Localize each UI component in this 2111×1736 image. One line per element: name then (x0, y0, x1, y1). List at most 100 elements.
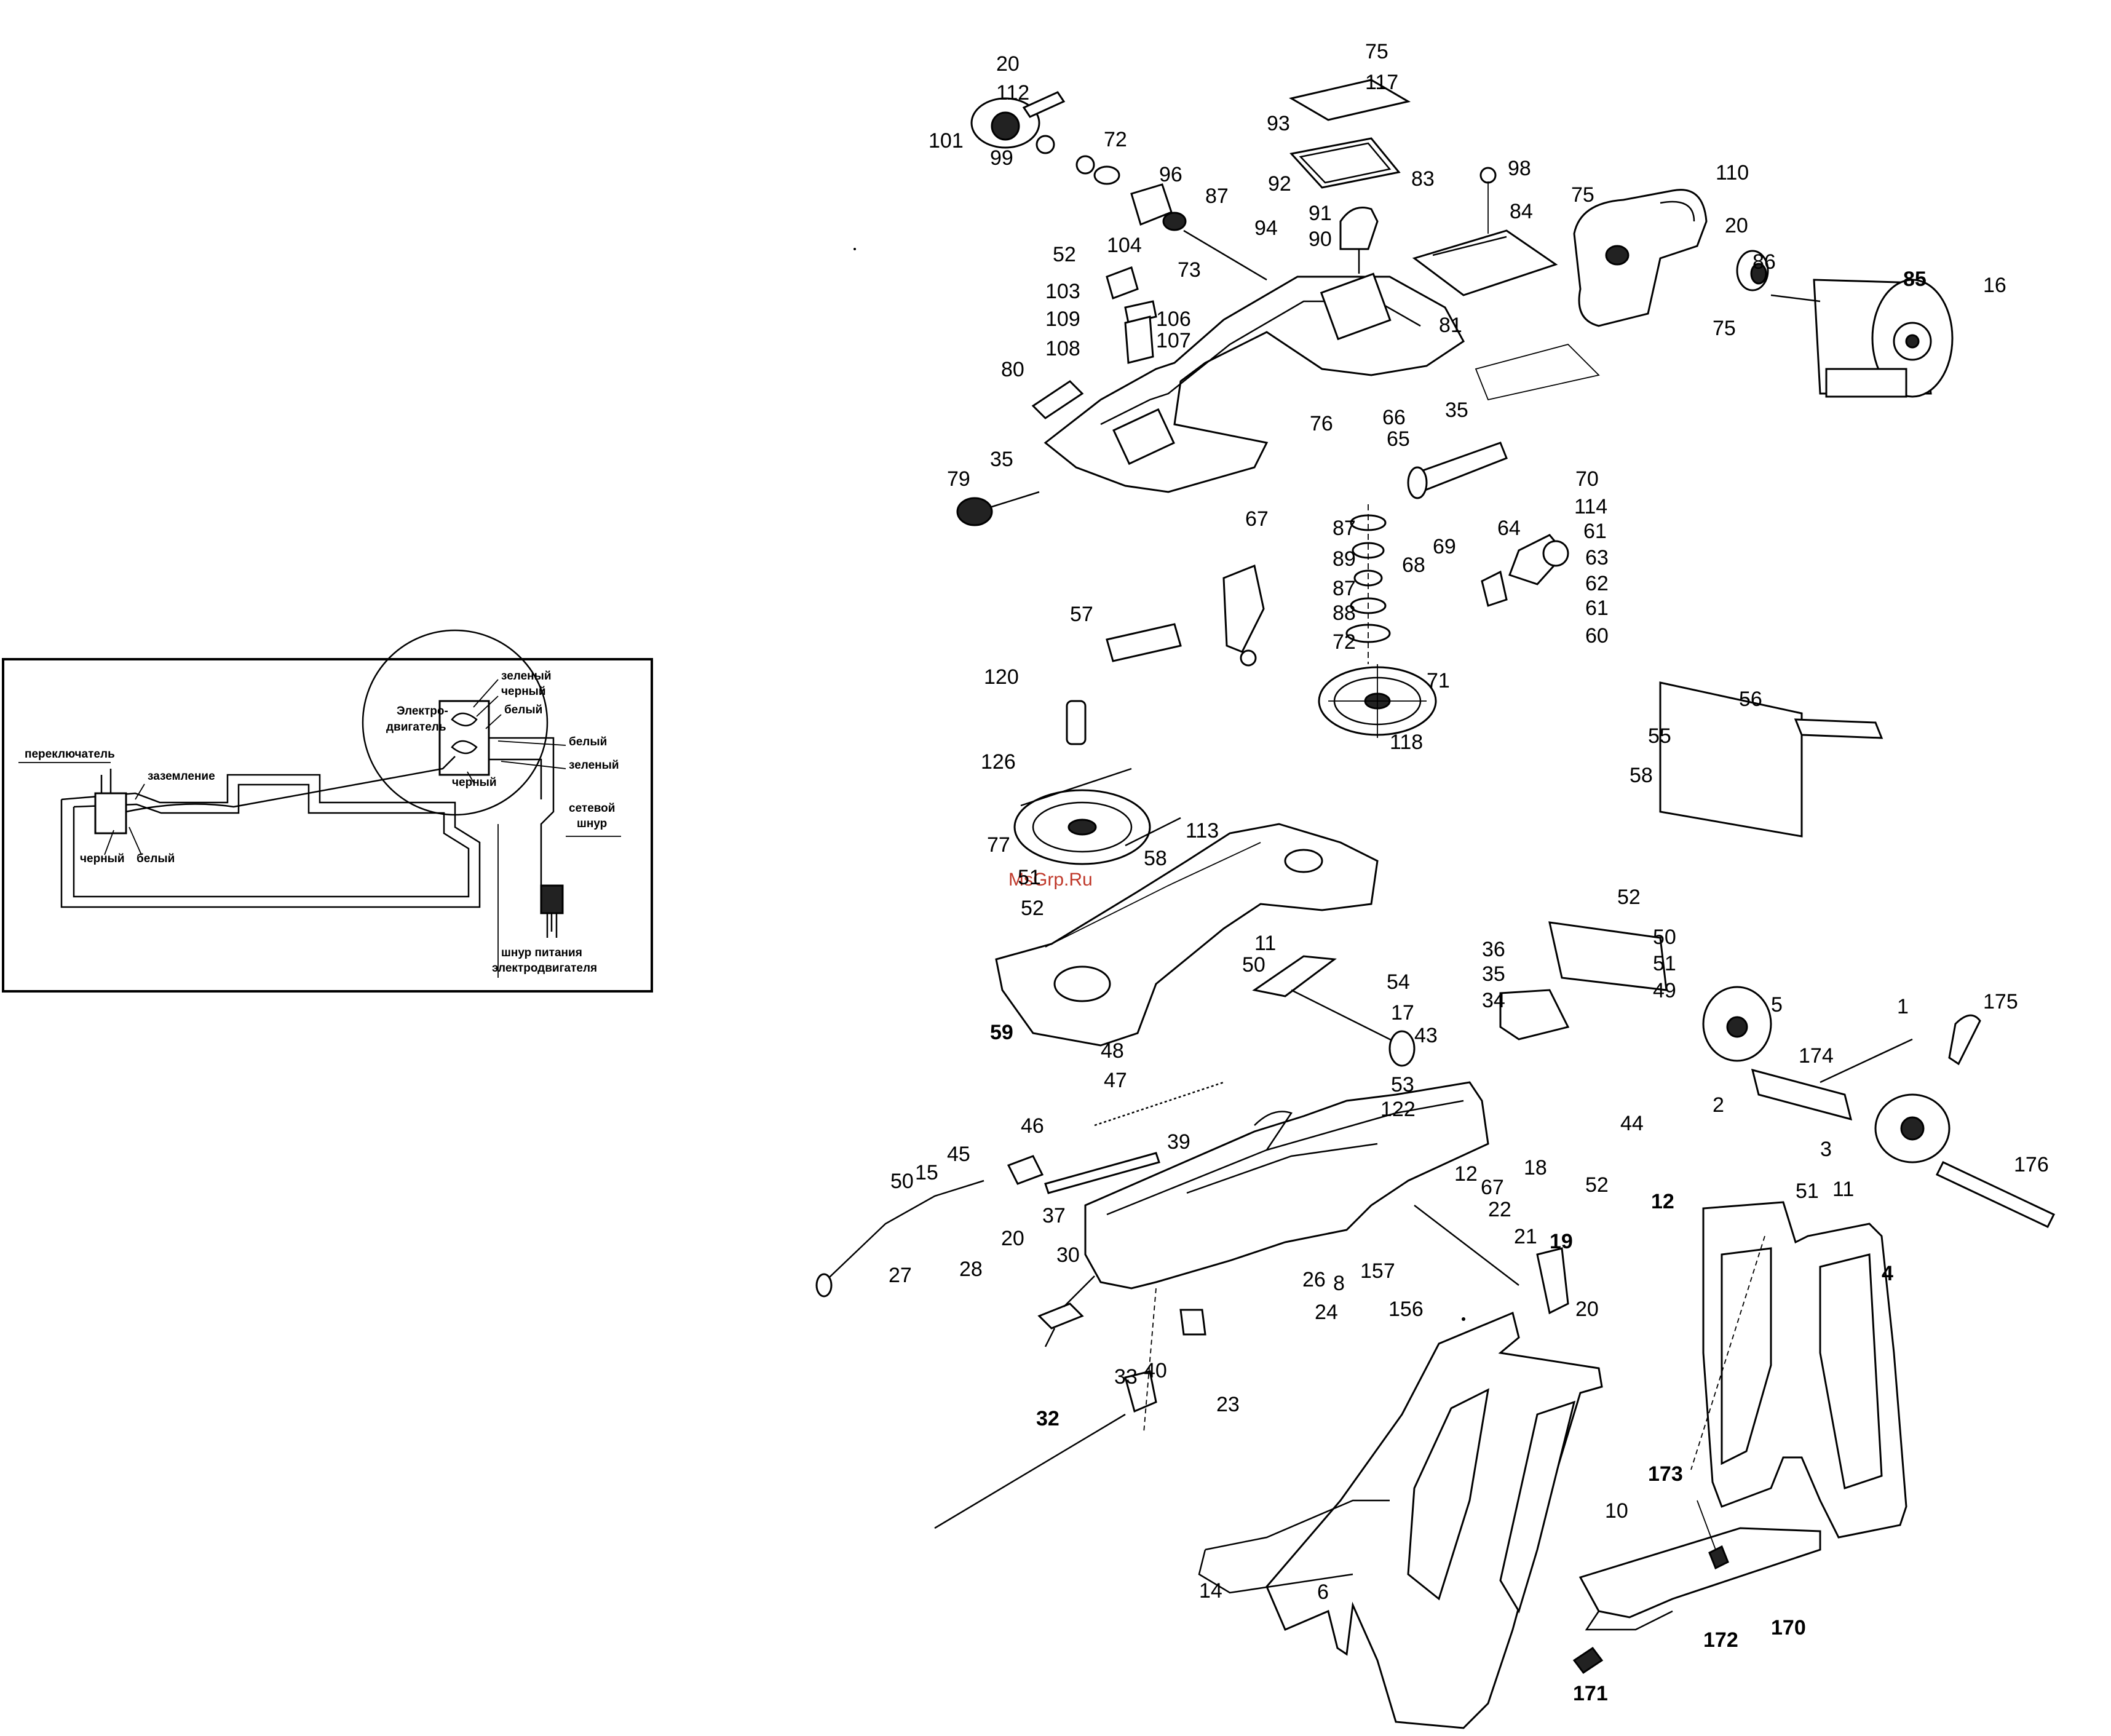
part-callout-156: 156 (1388, 1298, 1424, 1321)
part-callout-109: 109 (1045, 307, 1080, 331)
part-callout-50: 50 (1242, 953, 1265, 977)
part-callout-19: 19 (1550, 1230, 1573, 1253)
part-callout-108: 108 (1045, 337, 1080, 360)
part-callout-35: 35 (1445, 398, 1468, 422)
part-callout-18: 18 (1524, 1156, 1547, 1179)
part-callout-67: 67 (1245, 507, 1269, 531)
part-callout-86: 86 (1753, 250, 1776, 274)
part-callout-28: 28 (959, 1258, 983, 1281)
wiring-label-green2: зеленый (569, 759, 619, 772)
part-callout-122: 122 (1380, 1098, 1416, 1121)
part-callout-26: 26 (1302, 1268, 1326, 1291)
part-callout-48: 48 (1101, 1039, 1124, 1063)
part-callout-35: 35 (1482, 962, 1505, 986)
part-callout-54: 54 (1387, 970, 1410, 994)
part-callout-171: 171 (1573, 1682, 1608, 1705)
part-callout-17: 17 (1391, 1001, 1414, 1025)
part-callout-96: 96 (1159, 163, 1182, 186)
part-callout-51: 51 (1796, 1179, 1819, 1203)
part-callout-120: 120 (984, 665, 1019, 689)
part-callout-58: 58 (1630, 764, 1653, 787)
part-callout-62: 62 (1585, 572, 1609, 595)
part-callout-11: 11 (1832, 1178, 1854, 1201)
part-callout-32: 32 (1036, 1407, 1059, 1430)
part-callout-118: 118 (1390, 731, 1423, 754)
part-callout-157: 157 (1360, 1259, 1395, 1283)
wiring-label-white1: белый (137, 852, 175, 865)
part-callout-92: 92 (1268, 172, 1291, 196)
part-callout-44: 44 (1620, 1112, 1644, 1135)
part-callout-36: 36 (1482, 938, 1505, 961)
part-callout-16: 16 (1983, 274, 2006, 297)
wiring-label-mcord1: шнур питания (501, 946, 582, 959)
part-callout-65: 65 (1387, 427, 1410, 451)
part-callout-12: 12 (1651, 1190, 1674, 1213)
part-callout-99: 99 (990, 146, 1013, 170)
wiring-label-motor2: двигатель (386, 721, 446, 734)
part-callout-4: 4 (1882, 1262, 1893, 1285)
wiring-label-ground: заземление (148, 770, 215, 783)
wiring-label-black3: черный (452, 776, 497, 789)
part-callout-14: 14 (1199, 1579, 1222, 1603)
wiring-label-cord2: шнур (577, 817, 607, 830)
part-callout-73: 73 (1178, 258, 1201, 282)
part-callout-173: 173 (1648, 1462, 1683, 1486)
part-callout-98: 98 (1508, 157, 1531, 180)
part-callout-34: 34 (1482, 989, 1505, 1012)
wiring-label-white2: белый (504, 704, 542, 716)
part-callout-112: 112 (996, 81, 1029, 105)
part-callout-91: 91 (1309, 202, 1332, 225)
part-callout-70: 70 (1575, 467, 1599, 491)
wiring-label-motor1: Электро- (397, 705, 448, 718)
part-callout-69: 69 (1433, 535, 1456, 558)
part-callout-87: 87 (1333, 517, 1356, 540)
part-callout-79: 79 (947, 467, 970, 491)
part-callout-63: 63 (1585, 546, 1609, 569)
part-callout-68: 68 (1402, 553, 1425, 577)
part-callout-52: 52 (1021, 897, 1044, 920)
wiring-label-black1: черный (80, 852, 125, 865)
part-callout-104: 104 (1107, 234, 1142, 257)
part-callout-20: 20 (1001, 1227, 1024, 1250)
part-callout-11: 11 (1254, 932, 1276, 955)
part-callout-75: 75 (1365, 40, 1388, 63)
part-callout-47: 47 (1104, 1069, 1127, 1092)
part-callout-39: 39 (1167, 1130, 1190, 1154)
part-callout-5: 5 (1771, 993, 1783, 1017)
part-callout-23: 23 (1216, 1393, 1240, 1416)
wiring-label-mcord2: электродвигателя (492, 962, 597, 975)
part-callout-88: 88 (1333, 601, 1356, 625)
part-callout-174: 174 (1799, 1044, 1834, 1068)
part-callout-1: 1 (1897, 995, 1909, 1018)
part-callout-114: 114 (1574, 495, 1607, 518)
part-callout-106: 106 (1156, 307, 1191, 331)
part-callout-22: 22 (1488, 1198, 1511, 1221)
part-callout-37: 37 (1042, 1204, 1066, 1227)
part-callout-94: 94 (1254, 216, 1278, 240)
part-callout-117: 117 (1365, 71, 1398, 94)
part-callout-52: 52 (1053, 243, 1076, 266)
part-callout-10: 10 (1605, 1499, 1628, 1523)
part-callout-21: 21 (1514, 1225, 1537, 1248)
part-callout-51: 51 (1018, 866, 1041, 889)
part-callout-93: 93 (1267, 112, 1290, 135)
part-callout-51: 51 (1653, 952, 1676, 975)
part-callout-72: 72 (1333, 630, 1356, 654)
part-callout-53: 53 (1391, 1073, 1414, 1096)
part-callout-75: 75 (1571, 183, 1594, 207)
part-callout-103: 103 (1045, 280, 1080, 303)
part-callout-71: 71 (1427, 669, 1450, 692)
part-callout-40: 40 (1144, 1359, 1167, 1382)
part-callout-52: 52 (1617, 886, 1641, 909)
part-callout-85: 85 (1903, 268, 1927, 291)
part-callout-81: 81 (1439, 314, 1462, 337)
part-callout-75: 75 (1713, 317, 1736, 340)
part-callout-12: 12 (1454, 1162, 1478, 1186)
part-callout-110: 110 (1716, 161, 1749, 184)
saw-assembly-drawing (815, 79, 2056, 1729)
part-callout-43: 43 (1414, 1024, 1438, 1047)
part-callout-126: 126 (981, 750, 1016, 774)
part-callout-172: 172 (1703, 1628, 1738, 1652)
part-callout-56: 56 (1739, 688, 1762, 711)
